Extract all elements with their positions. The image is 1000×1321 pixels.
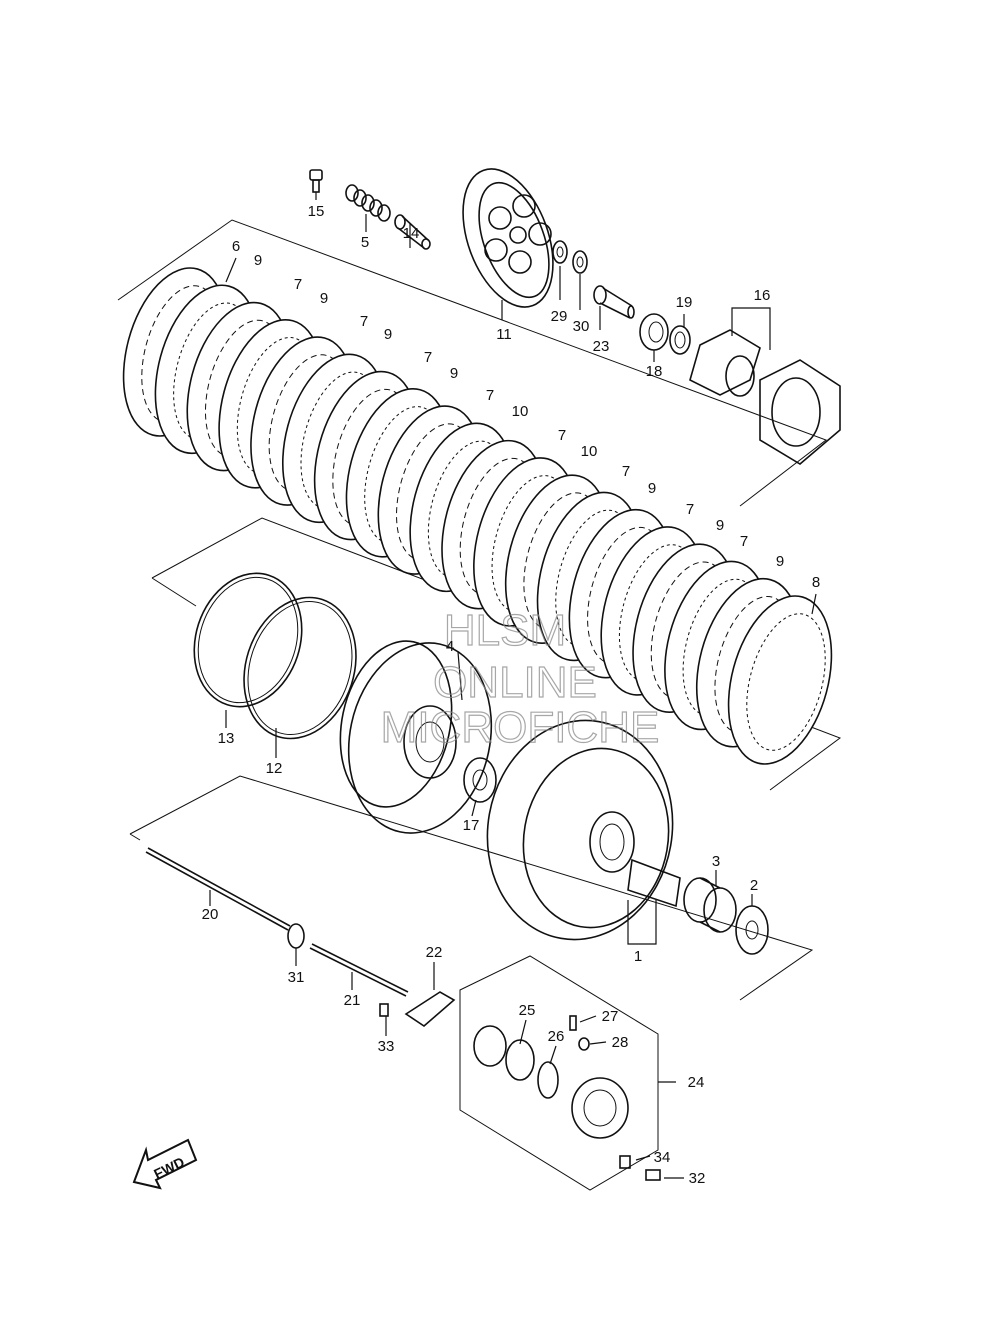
sleeve-34 <box>619 1155 631 1169</box>
callout-7c: 7 <box>424 349 432 366</box>
callout-16: 16 <box>754 287 771 304</box>
callout-18: 18 <box>646 363 663 380</box>
callout-10b: 10 <box>581 443 598 460</box>
callout-9f: 9 <box>716 517 724 534</box>
plate-22 <box>404 991 456 1028</box>
callout-7d: 7 <box>486 387 494 404</box>
bolt-15 <box>309 169 323 200</box>
washer-19 <box>669 325 691 355</box>
callout-27: 27 <box>602 1008 619 1025</box>
callout-34: 34 <box>654 1149 671 1166</box>
callout-33: 33 <box>378 1038 395 1055</box>
callout-19: 19 <box>676 294 693 311</box>
callout-24: 24 <box>688 1074 705 1091</box>
sleeve-hub-4 <box>339 640 493 834</box>
callout-7e: 7 <box>558 427 566 444</box>
callout-6: 6 <box>232 238 240 255</box>
callout-4: 4 <box>446 638 454 655</box>
callout-labels: 15 5 14 11 29 30 23 18 19 16 6 9 7 9 7 9… <box>202 203 821 1187</box>
callout-15: 15 <box>308 203 325 220</box>
needle-bearing-3 <box>683 877 737 933</box>
callout-8: 8 <box>812 574 820 591</box>
callout-11: 11 <box>496 326 512 343</box>
callout-9a: 9 <box>254 252 262 269</box>
callout-12: 12 <box>266 760 283 777</box>
clutch-plate <box>727 595 833 765</box>
bolt-32 <box>645 1169 661 1181</box>
damper-hub-16 <box>689 329 841 465</box>
callout-32: 32 <box>689 1170 706 1187</box>
group-frames <box>117 219 842 1191</box>
callout-7h: 7 <box>740 533 748 550</box>
fwd-arrow-icon: FWD <box>132 1138 198 1190</box>
callout-7g: 7 <box>686 501 694 518</box>
callout-9b: 9 <box>320 290 328 307</box>
leader-lines <box>209 214 817 1179</box>
callout-17: 17 <box>463 817 480 834</box>
callout-2: 2 <box>750 877 758 894</box>
callout-9d: 9 <box>450 365 458 382</box>
callout-26: 26 <box>548 1028 565 1045</box>
callout-20: 20 <box>202 906 219 923</box>
primary-driven-gear-1 <box>486 719 681 941</box>
callout-14: 14 <box>403 225 420 242</box>
pressure-plate-11 <box>462 168 554 308</box>
callout-1: 1 <box>634 948 642 965</box>
bolt-33 <box>379 1003 389 1017</box>
callout-25: 25 <box>519 1002 536 1019</box>
callout-5: 5 <box>361 234 369 251</box>
nut-18 <box>639 313 669 351</box>
wire-ring-12 <box>243 596 357 740</box>
callout-9c: 9 <box>384 326 392 343</box>
release-cylinder-24 <box>473 1015 629 1139</box>
callout-7a: 7 <box>294 276 302 293</box>
pin-14 <box>394 214 431 250</box>
callout-28: 28 <box>612 1034 629 1051</box>
callout-30: 30 <box>573 318 590 335</box>
push-rod-20 <box>145 847 291 931</box>
washer-17 <box>463 757 497 803</box>
washer-29 <box>552 240 568 264</box>
callout-9g: 9 <box>776 553 784 570</box>
watermark-line-1: HLSM <box>444 606 566 655</box>
bearing-30 <box>572 250 588 274</box>
callout-7b: 7 <box>360 313 368 330</box>
push-piece-31 <box>287 923 305 949</box>
callout-31: 31 <box>288 969 305 986</box>
push-piece-23 <box>593 285 635 319</box>
watermark-line-3: MICROFICHE <box>381 703 660 752</box>
clutch-plate-teeth <box>746 613 826 751</box>
clutch-plate-stack <box>122 267 833 765</box>
watermark: HLSM ONLINE MICROFICHE <box>380 605 660 752</box>
callout-13: 13 <box>218 730 235 747</box>
callout-7f: 7 <box>622 463 630 480</box>
callout-23: 23 <box>593 338 610 355</box>
callout-3: 3 <box>712 853 720 870</box>
watermark-line-2: ONLINE <box>433 658 597 707</box>
spring-5 <box>345 184 391 222</box>
thrust-washer-2 <box>735 905 769 955</box>
callout-9e: 9 <box>648 480 656 497</box>
callout-10a: 10 <box>512 403 529 420</box>
wire-ring-13 <box>193 572 303 708</box>
callout-29: 29 <box>551 308 568 325</box>
push-rod-21 <box>309 943 409 997</box>
callout-22: 22 <box>426 944 443 961</box>
callout-21: 21 <box>344 992 361 1009</box>
